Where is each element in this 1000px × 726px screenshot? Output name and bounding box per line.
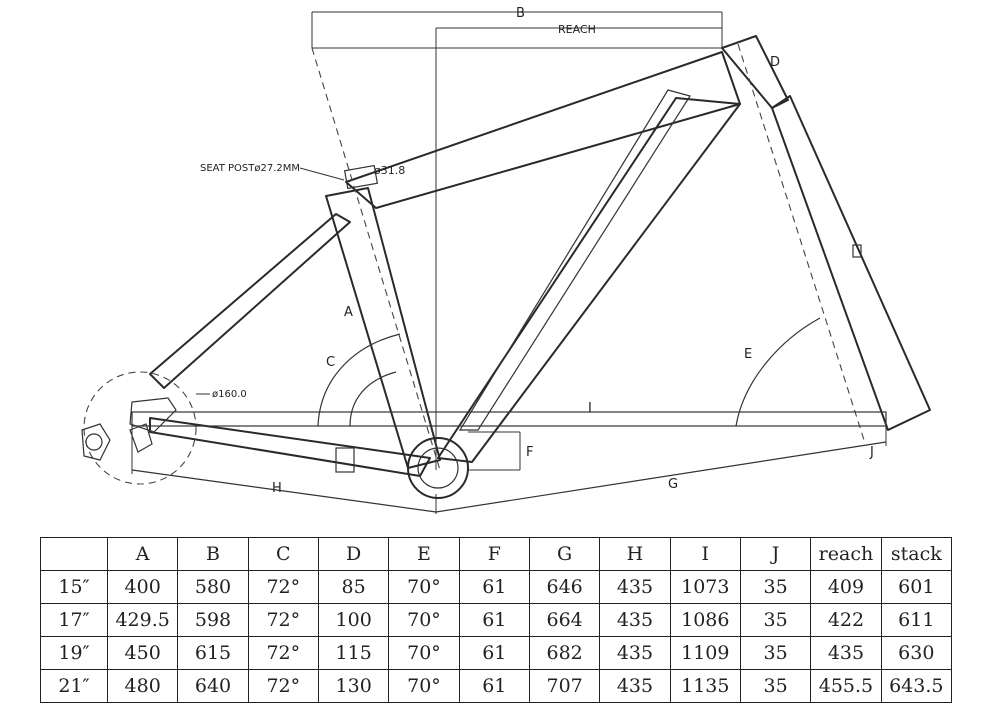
- table-cell: 1073: [669, 570, 741, 604]
- reach-dimension: [311, 11, 723, 470]
- header-c: C: [247, 537, 319, 571]
- table-cell: 72°: [247, 636, 319, 670]
- table-cell: 707: [528, 669, 601, 703]
- table-cell: 72°: [247, 603, 319, 637]
- rear-dropout: [81, 371, 197, 485]
- table-cell: 100: [317, 603, 390, 637]
- header-e: E: [388, 537, 460, 571]
- label-g: G: [668, 477, 678, 492]
- table-cell: 598: [177, 603, 249, 637]
- table-cell: 115: [317, 636, 390, 670]
- table-cell: 643.5: [880, 669, 953, 703]
- label-i: I: [588, 401, 592, 416]
- table-cell: 61: [458, 636, 530, 670]
- table-cell: 580: [177, 570, 249, 604]
- label-c: C: [326, 355, 335, 370]
- label-d: D: [770, 55, 780, 70]
- row-size-cell: 15″: [40, 570, 108, 604]
- label-b: B: [516, 6, 525, 21]
- header-stack: stack: [880, 537, 953, 571]
- table-cell: 400: [106, 570, 179, 604]
- chain-stay: [149, 417, 431, 477]
- table-cell: 615: [177, 636, 249, 670]
- frame-geometry-diagram: B REACH D A C E I F J G H SEAT POSTø27.2…: [81, 6, 931, 514]
- table-cell: 70°: [388, 669, 460, 703]
- label-rotor: ø160.0: [212, 389, 247, 400]
- header-f: F: [458, 537, 530, 571]
- table-cell: 450: [106, 636, 179, 670]
- header-j: J: [739, 537, 812, 571]
- label-f: F: [526, 445, 533, 460]
- table-cell: 35: [739, 636, 812, 670]
- label-seat-post: SEAT POSTø27.2MM: [200, 163, 300, 174]
- row-size-cell: 19″: [40, 636, 108, 670]
- head-tube: [721, 35, 865, 441]
- seat-stay: [149, 213, 351, 389]
- header-size: [40, 537, 108, 571]
- table-cell: 682: [528, 636, 601, 670]
- table-cell: 72°: [247, 669, 319, 703]
- table-cell: 70°: [388, 636, 460, 670]
- table-header-row: A B C D E F G H I J reach stack: [40, 537, 953, 571]
- table-cell: 1109: [669, 636, 741, 670]
- header-h: H: [599, 537, 671, 571]
- table-cell: 611: [880, 603, 953, 637]
- table-cell: 422: [810, 603, 882, 637]
- table-cell: 409: [810, 570, 882, 604]
- table-cell: 35: [739, 603, 812, 637]
- table-cell: 435: [599, 570, 671, 604]
- table-cell: 1135: [669, 669, 741, 703]
- label-h: H: [272, 481, 282, 496]
- table-cell: 35: [739, 570, 812, 604]
- table-cell: 429.5: [106, 603, 179, 637]
- header-a: A: [106, 537, 179, 571]
- table-cell: 61: [458, 570, 530, 604]
- table-cell: 130: [317, 669, 390, 703]
- fork: [771, 95, 931, 431]
- header-g: G: [528, 537, 601, 571]
- table-cell: 72°: [247, 570, 319, 604]
- table-cell: 640: [177, 669, 249, 703]
- table-cell: 61: [458, 603, 530, 637]
- table-cell: 35: [739, 669, 812, 703]
- label-seat-clamp: ø31.8: [374, 164, 405, 177]
- table-cell: 70°: [388, 603, 460, 637]
- header-reach: reach: [810, 537, 882, 571]
- header-b: B: [177, 537, 249, 571]
- table-cell: 70°: [388, 570, 460, 604]
- table-cell: 664: [528, 603, 601, 637]
- header-d: D: [317, 537, 390, 571]
- row-size-cell: 21″: [40, 669, 108, 703]
- bottom-bracket: [407, 437, 469, 499]
- label-j: J: [869, 445, 874, 460]
- table-cell: 601: [880, 570, 953, 604]
- header-i: I: [669, 537, 741, 571]
- table-cell: 61: [458, 669, 530, 703]
- label-e: E: [744, 347, 752, 362]
- row-size-cell: 17″: [40, 603, 108, 637]
- table-cell: 85: [317, 570, 390, 604]
- label-reach: REACH: [558, 23, 596, 36]
- table-cell: 630: [880, 636, 953, 670]
- down-tube: [437, 97, 741, 463]
- table-cell: 435: [599, 636, 671, 670]
- table-cell: 435: [599, 603, 671, 637]
- table-cell: 435: [599, 669, 671, 703]
- label-a: A: [344, 305, 353, 320]
- table-cell: 646: [528, 570, 601, 604]
- table-cell: 1086: [669, 603, 741, 637]
- table-cell: 435: [810, 636, 882, 670]
- table-cell: 480: [106, 669, 179, 703]
- table-cell: 455.5: [810, 669, 882, 703]
